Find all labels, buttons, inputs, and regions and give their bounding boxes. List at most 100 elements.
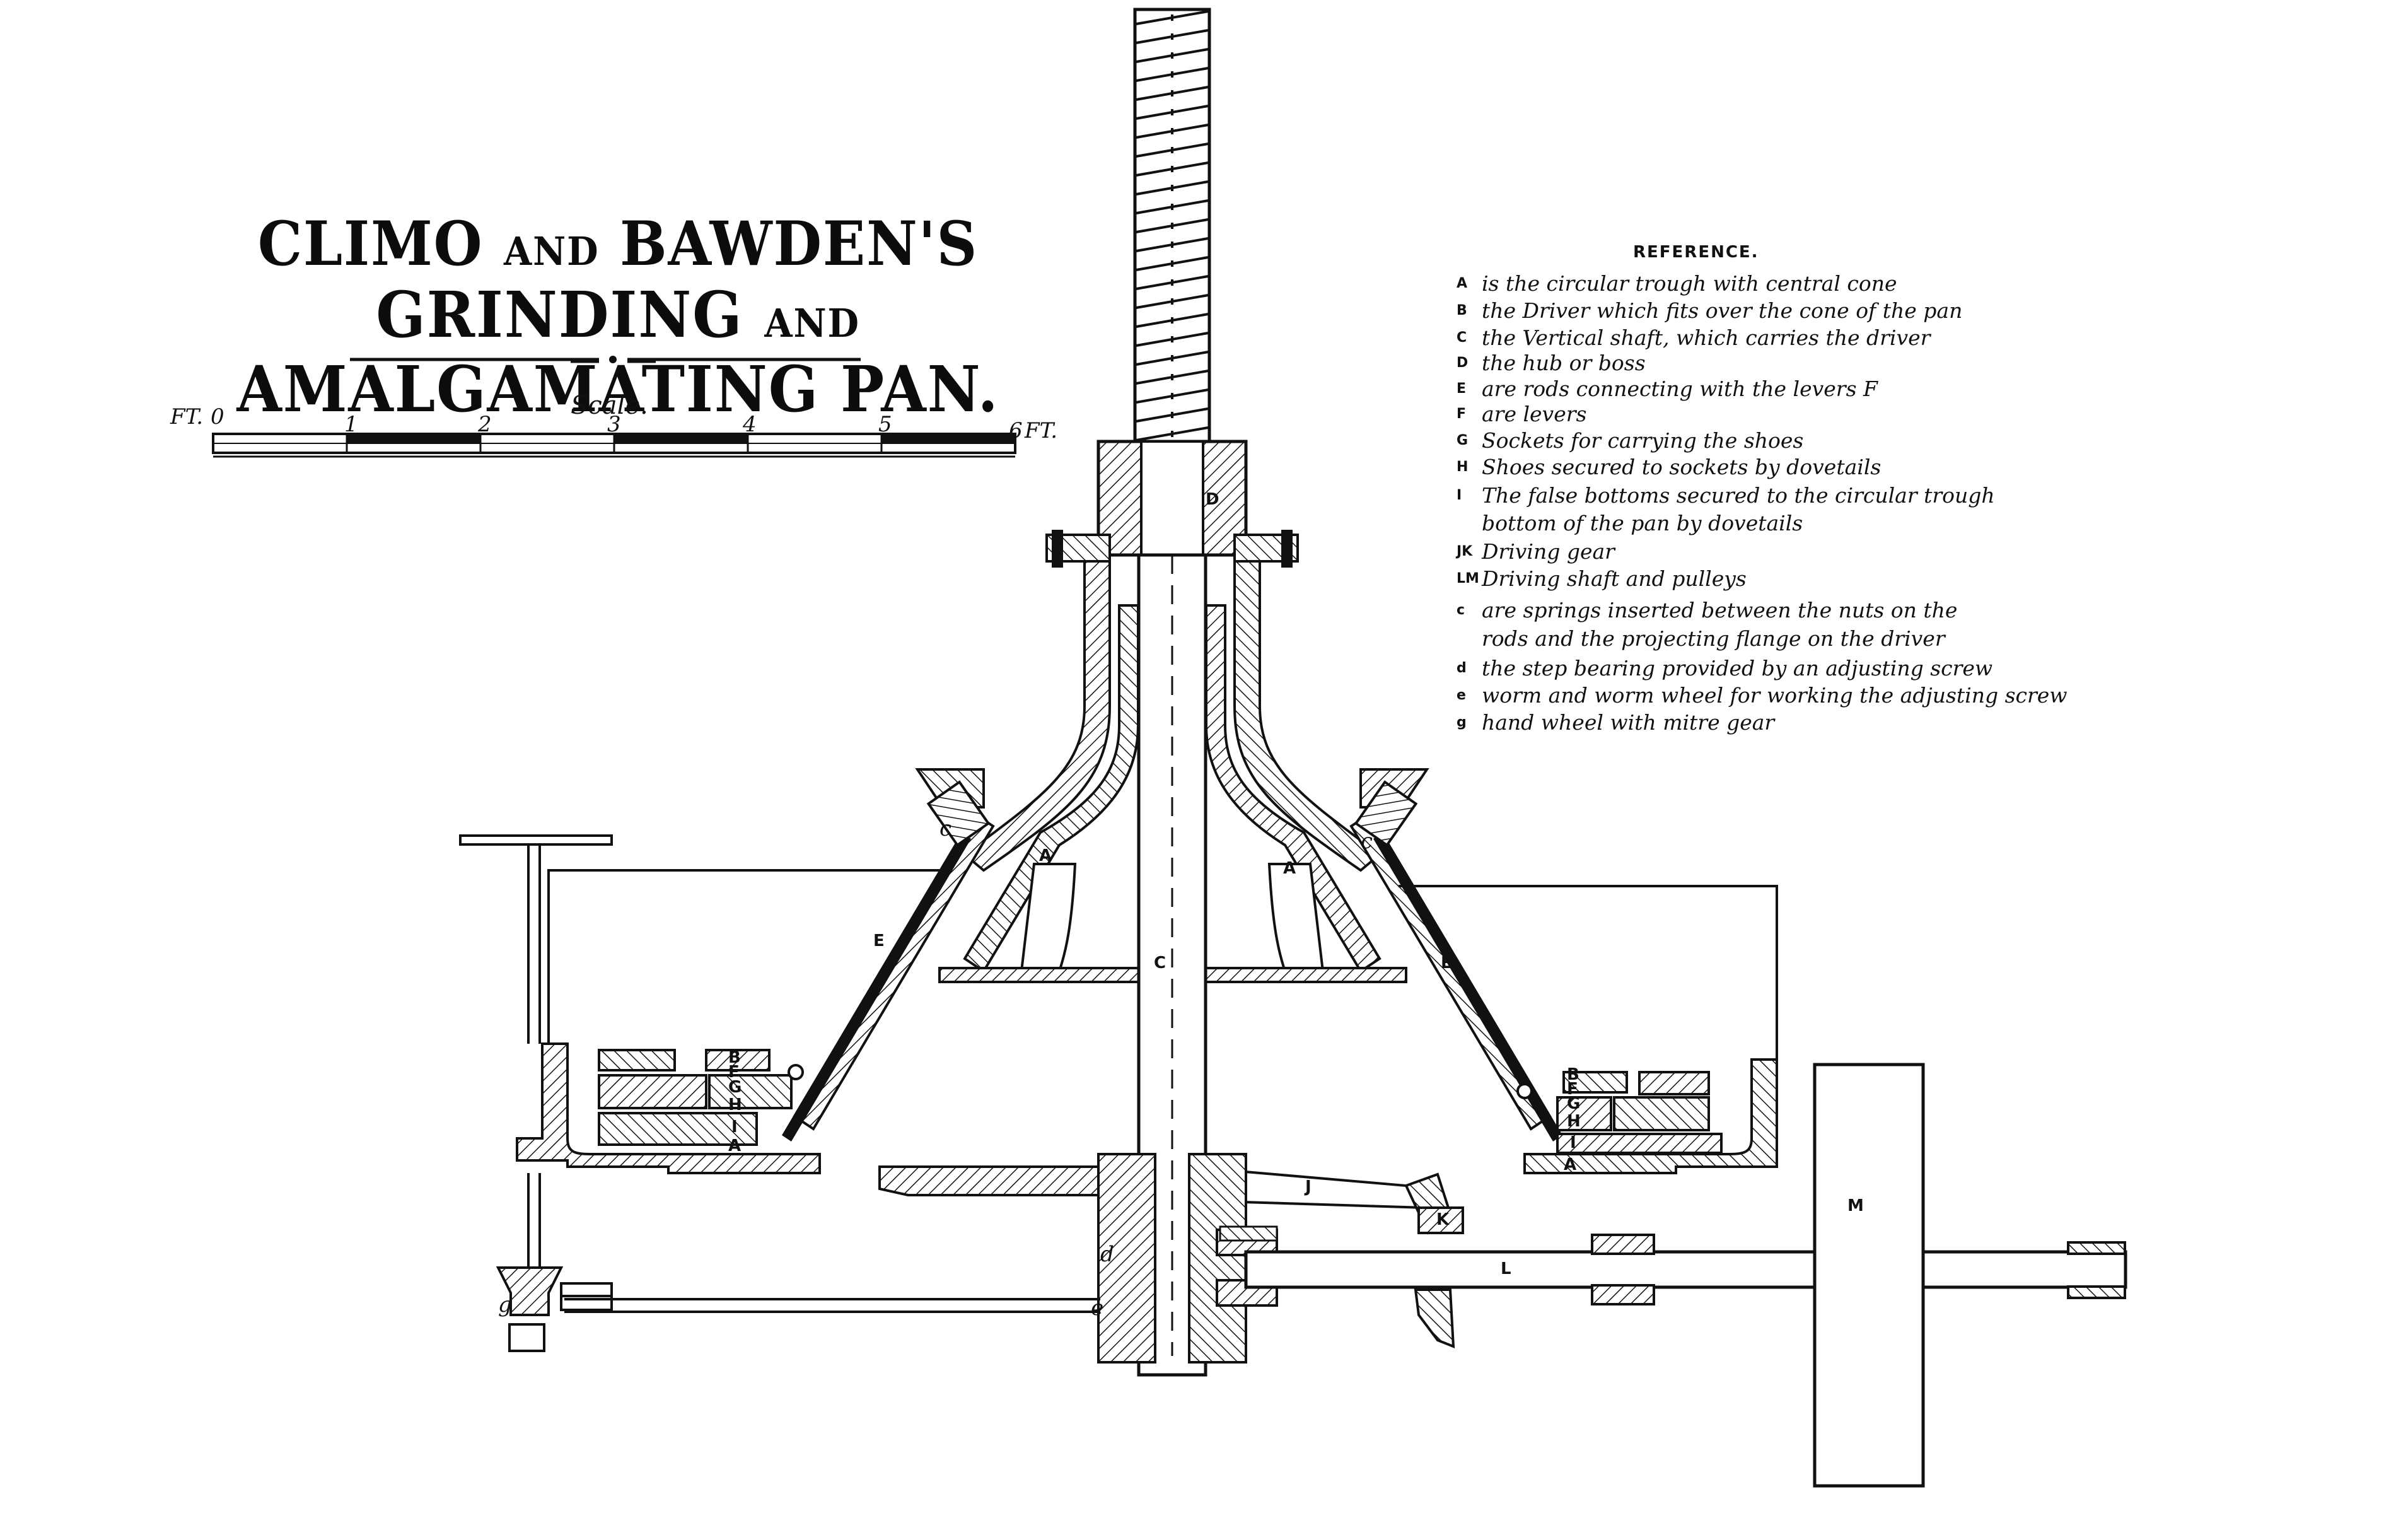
label-E-right: E: [1441, 954, 1452, 972]
scale-tick-labels: FT. 0 1 2 3 4 5 6 FT.: [170, 404, 1057, 443]
reference-key: E: [1457, 381, 1467, 397]
scale-tick-4: 4: [742, 412, 757, 437]
title-and-1: AND: [504, 228, 600, 274]
title-line-1: CLIMO AND BAWDEN'S: [154, 208, 1082, 279]
label-F-left: F: [728, 1063, 740, 1082]
title-grinding: GRINDING: [376, 277, 743, 352]
scale-tick-2: 2: [477, 412, 492, 437]
part-labels: D A A C E E c c B F G H I A B F G H I A …: [498, 490, 1864, 1321]
reference-key: A: [1457, 276, 1468, 291]
label-M: M: [1847, 1196, 1864, 1215]
label-H-left: H: [728, 1095, 742, 1114]
reference-key: JK: [1457, 544, 1473, 559]
label-e: e: [1091, 1295, 1103, 1321]
reference-text: is the circular trough with central cone: [1482, 271, 1897, 296]
scale-unit-right: FT.: [1024, 418, 1057, 443]
reference-entry: d the step bearing provided by an adjusti…: [1457, 656, 1992, 684]
title-ornament: [350, 356, 861, 363]
label-A-left: A: [1039, 846, 1052, 865]
reference-text: the step bearing provided by an adjustin…: [1482, 656, 1993, 680]
reference-heading: REFERENCE.: [1633, 243, 1759, 262]
scale-bar: [212, 433, 1016, 458]
label-D: D: [1206, 490, 1219, 509]
label-B-right: B: [1567, 1065, 1579, 1084]
reference-continuation: bottom of the pan by dovetails: [1482, 511, 1803, 535]
driver-cone: [915, 560, 1429, 983]
scale-label: Scale.: [571, 391, 648, 420]
reference-key: LM: [1457, 571, 1479, 587]
label-g: g: [498, 1292, 512, 1317]
label-c-left: c: [939, 816, 951, 841]
label-I-right: I: [1570, 1133, 1576, 1152]
label-A-low-left: A: [728, 1136, 741, 1155]
reference-text: worm and worm wheel for working the adju…: [1482, 683, 2068, 708]
vertical-screw: [1133, 8, 1211, 447]
drive-shaft: [1244, 1234, 2127, 1305]
reference-text: the hub or boss: [1482, 351, 1646, 375]
scale-tick-3: 3: [607, 412, 621, 437]
reference-text: The false bottoms secured to the circula…: [1482, 483, 1995, 508]
trough-cone-walls: [782, 812, 1562, 1142]
reference-text: are levers: [1482, 402, 1587, 426]
label-I-left: I: [731, 1118, 738, 1136]
reference-key: d: [1457, 660, 1467, 676]
right-trough-section: [1516, 1058, 1778, 1174]
reference-entry: e worm and worm wheel for working the adj…: [1457, 683, 2068, 711]
reference-text: Driving shaft and pulleys: [1482, 566, 1747, 591]
driving-gear-jk: [878, 1165, 1464, 1349]
reference-key: I: [1457, 488, 1462, 503]
reference-continuation: rods and the projecting flange on the dr…: [1482, 626, 1945, 651]
title-and-2: AND: [764, 300, 860, 346]
reference-text: the Driver which fits over the cone of t…: [1482, 298, 1963, 323]
reference-text: Sockets for carrying the shoes: [1482, 428, 1804, 453]
reference-entry: I The false bottoms secured to the circul…: [1457, 483, 1995, 511]
reference-text: Shoes secured to sockets by dovetails: [1482, 455, 1882, 479]
label-d: d: [1100, 1242, 1114, 1267]
label-E-left: E: [873, 931, 885, 950]
pan-outline: [547, 869, 1778, 1060]
label-B-left: B: [728, 1048, 741, 1067]
label-L: L: [1501, 1259, 1511, 1278]
reference-entry: G Sockets for carrying the shoes: [1457, 428, 1803, 456]
reference-key: C: [1457, 330, 1467, 346]
reference-text: are springs inserted between the nuts on…: [1482, 598, 1958, 622]
title-line-2: GRINDING AND AMALGAMATING PAN.: [154, 277, 1082, 426]
reference-text: are rods connecting with the levers F: [1482, 377, 1878, 401]
label-c-right: c: [1361, 829, 1373, 854]
scale-tick-1: 1: [344, 412, 358, 437]
reference-key: D: [1457, 355, 1469, 371]
scale-tick-0: 0: [211, 404, 224, 429]
label-A-right: A: [1283, 859, 1296, 878]
springs: [926, 780, 1418, 847]
title-bawdens: BAWDEN'S: [620, 208, 979, 279]
scale-unit-left: FT.: [170, 404, 203, 429]
hand-wheel-linkage: [459, 834, 1100, 1352]
title-climo: CLIMO: [257, 208, 484, 279]
label-G-right: G: [1567, 1094, 1580, 1113]
label-H-right: H: [1567, 1112, 1581, 1131]
label-G-left: G: [728, 1078, 742, 1097]
label-A-low-right: A: [1564, 1155, 1576, 1174]
reference-key: e: [1457, 687, 1466, 703]
reference-key: g: [1457, 715, 1467, 730]
reference-key: H: [1457, 459, 1469, 475]
label-K: K: [1436, 1210, 1450, 1229]
reference-key: B: [1457, 303, 1467, 318]
reference-text: the Vertical shaft, which carries the dr…: [1482, 325, 1931, 350]
scale-tick-5: 5: [878, 412, 892, 437]
pulley: [1813, 1063, 1925, 1488]
reference-key: G: [1457, 433, 1469, 448]
scale-tick-6: 6: [1009, 418, 1023, 443]
reference-key: F: [1457, 406, 1467, 422]
left-trough-section: [516, 1042, 821, 1174]
hub-boss: [1045, 440, 1299, 568]
label-C: C: [1154, 954, 1166, 972]
